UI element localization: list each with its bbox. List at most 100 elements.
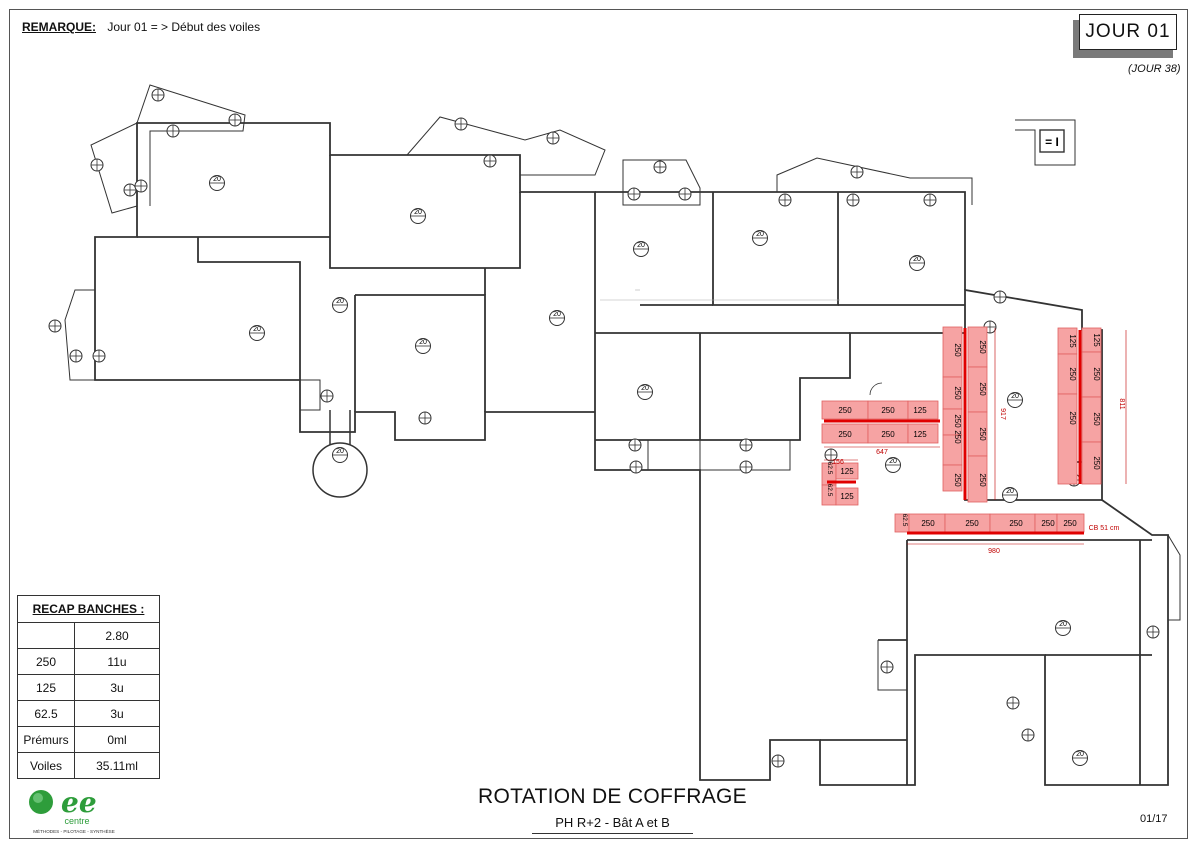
svg-text:20: 20 <box>641 385 649 392</box>
drawing-subtitle: PH R+2 - Bât A et B <box>520 815 705 834</box>
drawing-frame <box>9 9 1188 839</box>
recap-value: 11u <box>74 648 160 675</box>
svg-text:250: 250 <box>953 386 962 400</box>
balconies <box>64 84 1181 691</box>
svg-text:MÉTHODES - PILOTAGE - SYNTHÈSE: MÉTHODES - PILOTAGE - SYNTHÈSE <box>33 828 115 834</box>
svg-text:62.5: 62.5 <box>901 514 908 527</box>
recap-label: Voiles <box>17 752 75 779</box>
svg-text:20: 20 <box>637 242 645 249</box>
svg-text:20: 20 <box>756 231 764 238</box>
round-stair <box>312 410 368 498</box>
recap-label <box>17 622 75 649</box>
svg-text:20: 20 <box>1011 393 1019 400</box>
svg-text:62.5: 62.5 <box>826 484 833 497</box>
svg-text:20: 20 <box>336 448 344 455</box>
svg-text:62.5: 62.5 <box>826 462 833 475</box>
day-label: JOUR 01 <box>1079 14 1177 50</box>
svg-text:20: 20 <box>1076 751 1084 758</box>
svg-text:20: 20 <box>414 209 422 216</box>
recap-header: RECAP BANCHES : <box>17 595 160 623</box>
svg-text:250: 250 <box>965 519 979 528</box>
drawing-title: ROTATION DE COFFRAGE <box>478 785 747 808</box>
svg-text:20: 20 <box>1059 621 1067 628</box>
walls <box>94 122 1169 786</box>
svg-text:250: 250 <box>1063 519 1077 528</box>
recap-label: 125 <box>17 674 75 701</box>
svg-text:156: 156 <box>832 459 844 466</box>
svg-text:250: 250 <box>1092 412 1101 426</box>
svg-text:125: 125 <box>913 430 927 439</box>
poured-walls <box>824 328 1084 535</box>
svg-text:centre: centre <box>64 816 89 826</box>
svg-text:20: 20 <box>336 298 344 305</box>
table-row: 2.80 <box>17 622 160 649</box>
svg-text:ee: ee <box>61 786 97 819</box>
recap-label: 250 <box>17 648 75 675</box>
svg-text:= I: = I <box>1045 135 1059 149</box>
recap-label: 62.5 <box>17 700 75 727</box>
svg-text:250: 250 <box>881 430 895 439</box>
svg-text:20: 20 <box>213 176 221 183</box>
svg-text:250: 250 <box>1068 367 1077 381</box>
dimension-lines <box>824 328 1127 545</box>
room-markers: 20 20 20 20 20 20 20 20 20 20 20 20 20 2… <box>209 175 1088 766</box>
svg-text:250: 250 <box>978 382 987 396</box>
subtitle-underline <box>532 833 693 834</box>
recap-value: 3u <box>74 700 160 727</box>
day-badge: JOUR 01 <box>1073 14 1179 58</box>
grid-lines <box>600 289 840 301</box>
svg-text:125: 125 <box>1068 334 1077 348</box>
svg-text:20: 20 <box>419 339 427 346</box>
day-sub: (JOUR 38) <box>1128 63 1181 75</box>
svg-text:20: 20 <box>913 256 921 263</box>
remark-text: Jour 01 = > Début des voiles <box>107 20 261 34</box>
svg-text:125: 125 <box>840 492 854 501</box>
svg-text:250: 250 <box>953 473 962 487</box>
svg-text:250: 250 <box>1092 456 1101 470</box>
formwork-panels: 250 250 125 250 250 125 250 250 250 250 … <box>821 326 1102 533</box>
svg-text:811: 811 <box>1118 398 1125 409</box>
svg-text:20: 20 <box>889 458 897 465</box>
recap-value: 3u <box>74 674 160 701</box>
svg-text:250: 250 <box>978 427 987 441</box>
recap-value: 2.80 <box>74 622 160 649</box>
svg-text:250: 250 <box>953 430 962 444</box>
svg-text:250: 250 <box>881 406 895 415</box>
svg-text:250: 250 <box>1068 411 1077 425</box>
svg-text:250: 250 <box>953 343 962 357</box>
recap-value: 0ml <box>74 726 160 753</box>
svg-text:20: 20 <box>1006 488 1014 495</box>
svg-text:20: 20 <box>553 311 561 318</box>
company-logo: ee centre MÉTHODES - PILOTAGE - SYNTHÈSE <box>29 786 115 834</box>
svg-text:250: 250 <box>978 473 987 487</box>
svg-text:917: 917 <box>999 408 1006 420</box>
svg-text:250: 250 <box>1009 519 1023 528</box>
dimension-labels: 647 156 917 811 980 CB 51 cm <box>832 398 1125 555</box>
svg-text:250: 250 <box>838 430 852 439</box>
recap-value: 35.11ml <box>74 752 160 779</box>
svg-text:250: 250 <box>921 519 935 528</box>
recap-label: Prémurs <box>17 726 75 753</box>
door-swing <box>869 382 883 396</box>
svg-text:20: 20 <box>253 326 261 333</box>
svg-text:980: 980 <box>988 548 1000 555</box>
svg-text:647: 647 <box>876 449 888 456</box>
svg-text:125: 125 <box>913 406 927 415</box>
legend-symbol: = I <box>1039 129 1065 153</box>
svg-text:250: 250 <box>953 414 962 428</box>
svg-text:125: 125 <box>840 467 854 476</box>
remark-label: REMARQUE: <box>22 20 96 34</box>
svg-text:250: 250 <box>1041 519 1055 528</box>
svg-text:250: 250 <box>1092 367 1101 381</box>
svg-text:125: 125 <box>1092 333 1101 347</box>
svg-text:250: 250 <box>838 406 852 415</box>
svg-text:CB 51 cm: CB 51 cm <box>1089 525 1120 532</box>
svg-text:250: 250 <box>978 340 987 354</box>
